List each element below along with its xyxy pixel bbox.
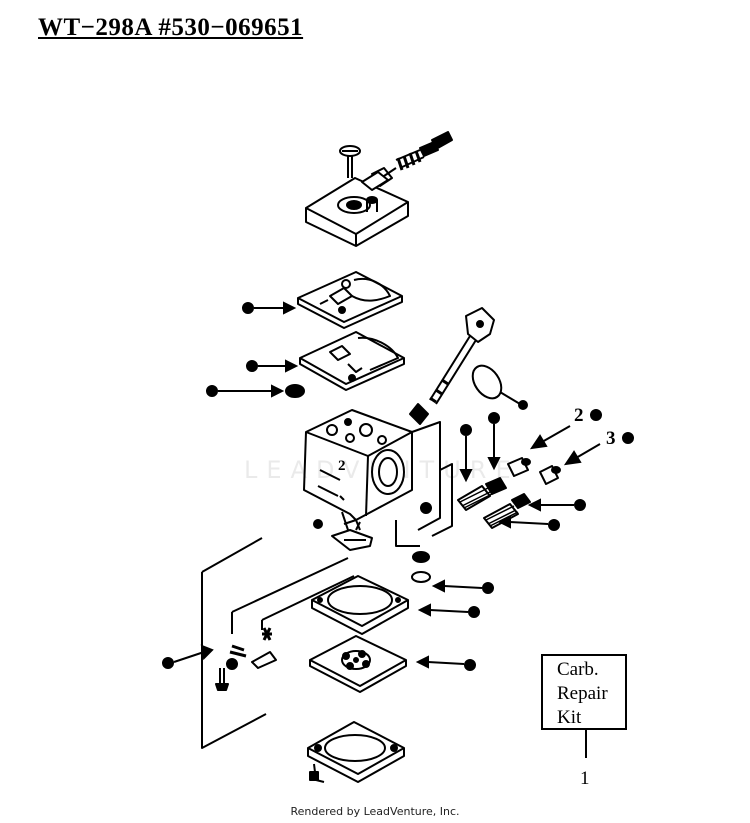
kit-line-3: Kit [557, 707, 582, 728]
kit-line-1: Carb. [557, 659, 599, 680]
arrow-part3 [563, 432, 634, 466]
arrow-inlet-screen [206, 384, 285, 398]
small-parts-left [215, 627, 277, 691]
arrow-pump-gasket [242, 301, 297, 315]
welch-plug [411, 551, 431, 583]
callout-kit: 1 [580, 768, 590, 789]
bracket-left [201, 537, 267, 749]
adjusting-needles [457, 477, 531, 529]
guide-line-c [395, 520, 420, 547]
bracket-inner-a [231, 557, 349, 634]
carburetor-body [303, 409, 413, 531]
pump-diaphragm [299, 331, 405, 391]
dot-body-right [420, 502, 432, 514]
guide-line-b [431, 463, 453, 537]
metering-gasket [311, 575, 409, 635]
arrow-down-b [487, 412, 501, 471]
bracket-inner-b [261, 575, 355, 630]
throttle-assembly [409, 307, 528, 425]
arrow-metering-diaphragm [415, 655, 476, 671]
top-screw [339, 145, 361, 178]
arrow-small-parts [162, 644, 214, 669]
inlet-lever [313, 519, 373, 551]
metering-cover [307, 721, 405, 783]
arrow-pump-diaphragm [246, 359, 299, 373]
pump-cover [305, 171, 409, 247]
arrow-welch-plug [431, 579, 494, 594]
callout-part2: 2 [574, 405, 584, 426]
callout-body-mark: 2 [338, 458, 346, 474]
pump-gasket [297, 271, 403, 329]
callout-part3: 3 [606, 428, 616, 449]
arrow-needle-upper [527, 498, 586, 512]
arrow-metering-gasket [417, 603, 480, 618]
limiter-caps [507, 457, 561, 485]
carb-repair-kit-box: Carb. Repair Kit [541, 654, 627, 730]
footer-credit: Rendered by LeadVenture, Inc. [290, 805, 460, 818]
inlet-screen [285, 384, 305, 398]
arrow-down-a [459, 424, 473, 483]
page-title: WT−298A #530−069651 [38, 14, 304, 41]
kit-line-2: Repair [557, 683, 608, 704]
metering-diaphragm [309, 635, 407, 693]
arrow-needle-lower [497, 515, 560, 531]
arrow-part2 [529, 409, 602, 450]
